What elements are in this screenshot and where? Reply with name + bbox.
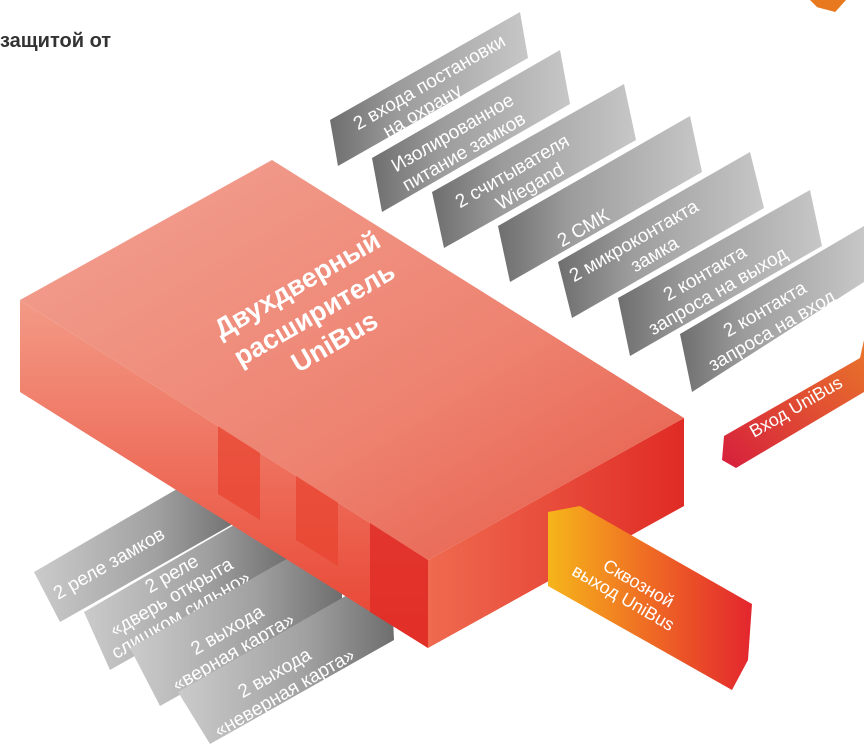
expander-block: Двухдверный расширитель UniBus [20, 160, 684, 648]
page-heading: защитой от [0, 30, 112, 52]
input-callouts: 2 входа постановки на охрану Изолированн… [330, 12, 864, 392]
block-top-face [20, 160, 684, 560]
unibus-passthrough-arrow: Сквозной выход UniBus [548, 506, 752, 690]
